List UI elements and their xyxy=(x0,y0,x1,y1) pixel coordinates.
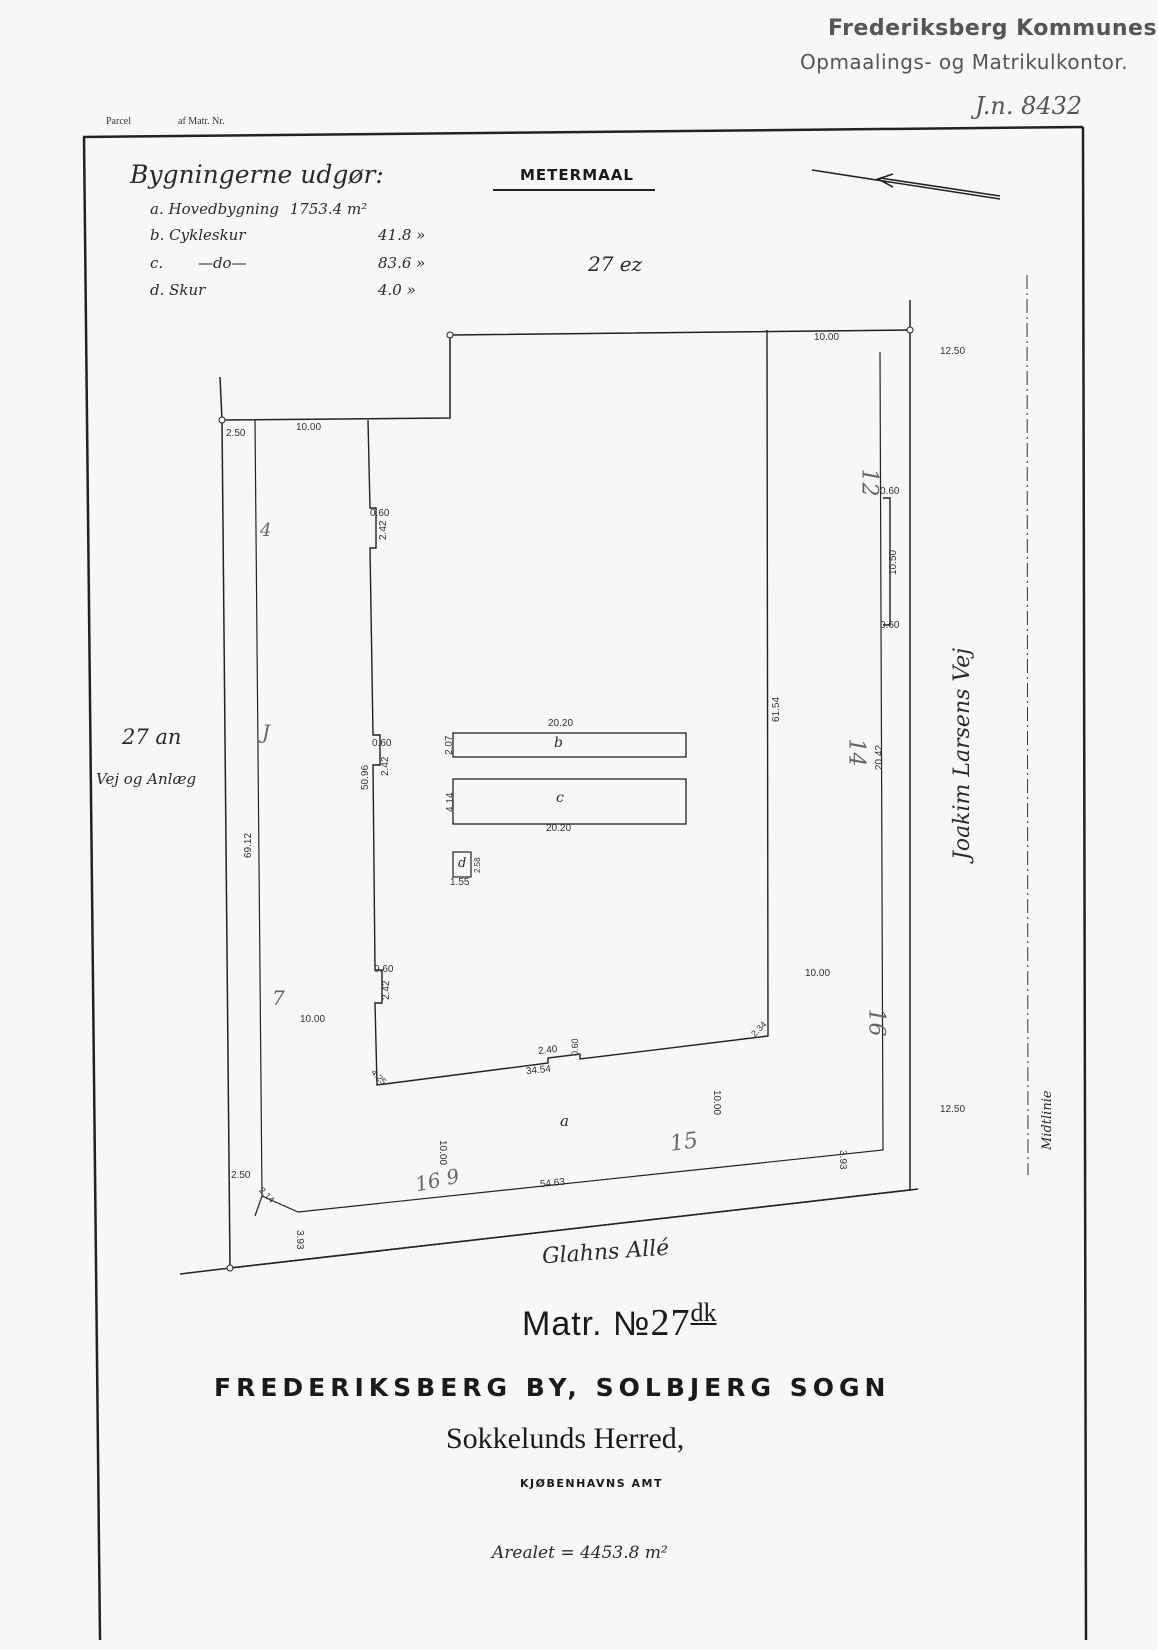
setback-line xyxy=(254,351,884,1217)
dim-c-width: 20.20 xyxy=(546,823,572,834)
dim-left-corner-bottom: 2.50 xyxy=(231,1170,251,1181)
scale-label: METERMAAL xyxy=(520,166,634,184)
dim-bottom-notch: 2.40 xyxy=(537,1044,558,1057)
legend-name: Hovedbygning xyxy=(168,200,279,218)
parcel-north-label: 27 ez xyxy=(588,252,643,276)
dim-b-width: 20.20 xyxy=(548,718,574,729)
pencil-note-4: 14 xyxy=(843,738,869,767)
matr-number: 27 xyxy=(650,1302,691,1344)
dim-se-393: 3.93 xyxy=(837,1150,848,1170)
stamp-line-1: Frederiksberg Kommunes xyxy=(828,16,1158,41)
title-herred: Sokkelunds Herred, xyxy=(446,1422,685,1455)
dim-south-offset-1: 10.00 xyxy=(437,1140,448,1166)
dim-notch-3-length: 2.42 xyxy=(381,980,392,1000)
dim-c-depth: 4.14 xyxy=(445,792,456,812)
dim-notch-1: 0.60 xyxy=(370,508,390,519)
dim-notch-1-length: 2.42 xyxy=(378,520,389,540)
legend-name: —do— xyxy=(197,254,247,272)
legend-title: Bygningerne udgør: xyxy=(130,160,384,189)
parcel-label: Parcel xyxy=(106,116,131,127)
dim-sw-393: 3.93 xyxy=(294,1230,305,1250)
matr-prefix: Matr. № xyxy=(522,1305,651,1343)
legend-name: Skur xyxy=(169,281,206,299)
north-arrow xyxy=(811,169,1001,200)
legend-key: a. xyxy=(150,200,164,218)
dim-notch-2-length: 2.42 xyxy=(380,756,391,776)
legend-value: 1753.4 m² xyxy=(289,200,368,218)
dim-south-offset-2: 10.00 xyxy=(711,1090,722,1116)
parcel-west-label: 27 an xyxy=(122,725,182,749)
pencil-note-1: 4 xyxy=(260,520,272,541)
dim-top-left: 10.00 xyxy=(296,422,322,433)
legend-row-b: b. Cykleskur xyxy=(150,226,246,244)
building-c xyxy=(452,778,687,825)
legend-row-a: a. Hovedbygning 1753.4 m² xyxy=(150,200,367,218)
street-east-label: Joakim Larsens Vej xyxy=(950,647,975,860)
dim-right-offset: 12.50 xyxy=(940,346,966,357)
survey-points xyxy=(218,326,914,1272)
dim-inner-east: 61.54 xyxy=(771,696,782,722)
pencil-note-6: 16 xyxy=(863,1008,889,1037)
legend-value-c: 83.6 » xyxy=(378,254,426,272)
pencil-note-2: 12 xyxy=(856,468,882,497)
legend-value-b: 41.8 » xyxy=(378,226,426,244)
parcel-west-sub-label: Vej og Anlæg xyxy=(96,770,197,788)
sheet-frame xyxy=(82,125,1088,1641)
dim-right-offset-bottom: 12.50 xyxy=(940,1104,966,1115)
legend-key: b. xyxy=(150,226,165,244)
dim-east-span: 20.42 xyxy=(874,744,885,770)
dim-d-width: 1.55 xyxy=(450,877,470,888)
building-c-label: c xyxy=(556,790,564,806)
building-b xyxy=(452,732,687,758)
pencil-note-3: J xyxy=(262,720,271,744)
matr-nr-label: af Matr. Nr. xyxy=(178,116,225,127)
dim-right-notch-top: 0.60 xyxy=(880,486,900,497)
title-amt: KJØBENHAVNS AMT xyxy=(520,1477,663,1490)
dim-notch-3: 0.60 xyxy=(374,964,394,975)
legend-row-c: c. —do— xyxy=(150,254,247,272)
matr-suffix: dk xyxy=(690,1298,717,1327)
dim-left-10: 10.00 xyxy=(300,1014,326,1025)
legend-row-d: d. Skur xyxy=(150,281,205,299)
building-a-label: a xyxy=(560,1112,569,1130)
street-centerline xyxy=(1026,274,1029,1176)
dim-inner-west: 50.96 xyxy=(360,764,371,790)
stamp-journal-number: J.n. 8432 xyxy=(975,92,1083,120)
pencil-note-5: 7 xyxy=(272,986,285,1010)
property-boundary xyxy=(179,300,919,1275)
building-b-label: b xyxy=(554,735,563,751)
dim-right-notch-length: 10.50 xyxy=(888,549,899,575)
dim-outer-west: 69.12 xyxy=(243,832,254,858)
title-by-sogn: FREDERIKSBERG BY, SOLBJERG SOGN xyxy=(214,1373,891,1402)
dim-notch-2: 0.60 xyxy=(372,738,392,749)
legend-key: d. xyxy=(150,281,165,299)
stamp-line-2: Opmaalings- og Matrikulkontor. xyxy=(800,50,1129,74)
centerline-label: Midtlinie xyxy=(1040,1090,1055,1150)
title-matr: Matr. №27dk xyxy=(522,1298,717,1345)
dim-d-height: 2.58 xyxy=(473,857,482,873)
dim-right-10: 10.00 xyxy=(805,968,831,979)
building-d xyxy=(452,851,472,878)
dim-right-notch-bottom: 0.60 xyxy=(880,620,900,631)
legend-name: Cykleskur xyxy=(169,226,246,244)
dim-b-depth: 2.07 xyxy=(444,735,455,755)
area-note: Arealet = 4453.8 m² xyxy=(492,1543,668,1563)
dim-bottom-notch-depth: 0.60 xyxy=(570,1038,580,1056)
pencil-note-7: 15 xyxy=(668,1128,700,1157)
dim-top-right: 10.00 xyxy=(814,332,840,343)
legend-key: c. xyxy=(150,254,164,272)
legend-value-d: 4.0 » xyxy=(378,281,416,299)
building-d-label: d xyxy=(458,856,467,871)
dim-left-corner: 2.50 xyxy=(226,428,246,439)
main-building-a xyxy=(367,329,891,1086)
